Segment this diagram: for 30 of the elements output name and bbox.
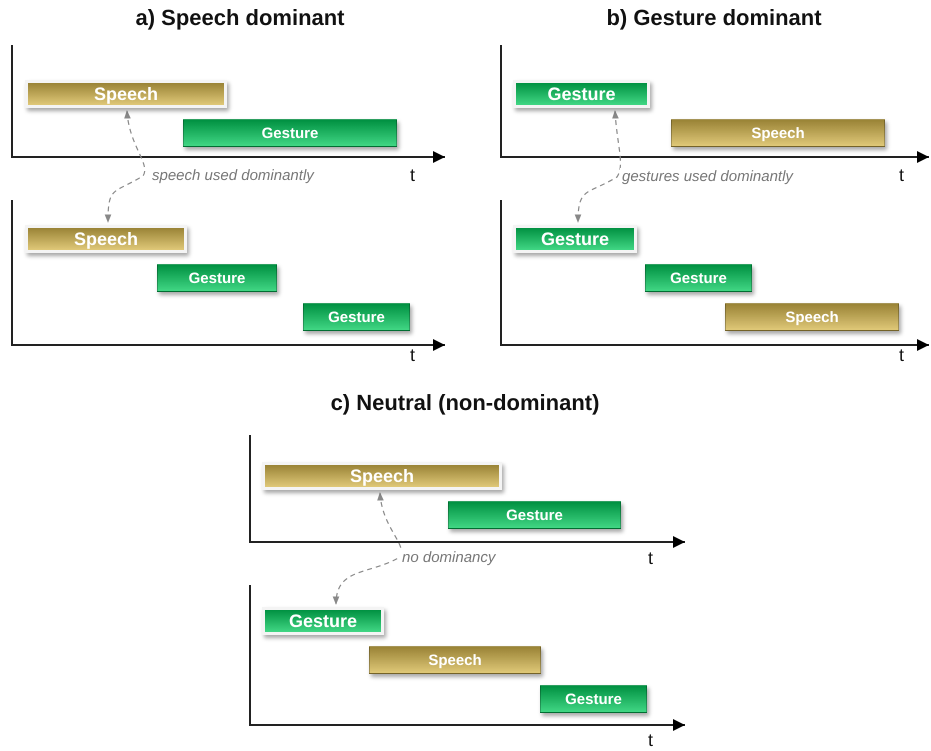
dashed-arrow: [333, 492, 402, 605]
time-bar: Speech: [25, 80, 227, 108]
axis-label: t: [899, 165, 904, 186]
panel-title: b) Gesture dominant: [606, 5, 822, 31]
axis-label: t: [899, 345, 904, 366]
time-bar: Speech: [369, 646, 541, 674]
time-bar: Speech: [671, 119, 885, 147]
axis-label: t: [410, 165, 416, 186]
time-bar: Gesture: [540, 685, 647, 713]
time-bar: Speech: [262, 462, 502, 490]
dashed-arrow: [574, 110, 622, 223]
dashed-arrow: [104, 110, 146, 223]
panel-title: a) Speech dominant: [135, 5, 345, 31]
time-bar: Gesture: [262, 607, 384, 635]
time-bar: Gesture: [645, 264, 752, 292]
time-bar: Gesture: [513, 225, 637, 253]
axis-label: t: [648, 730, 654, 751]
time-bar: Gesture: [303, 303, 410, 331]
axis-label: t: [648, 548, 654, 569]
axis-label: t: [410, 345, 416, 366]
edge-label: no dominancy: [400, 549, 498, 566]
time-bar: Gesture: [448, 501, 621, 529]
edge-label: gestures used dominantly: [620, 168, 795, 185]
time-bar: Gesture: [183, 119, 397, 147]
time-bar: Gesture: [513, 80, 650, 108]
panel-title: c) Neutral (non-dominant): [330, 390, 600, 416]
time-bar: Speech: [25, 225, 187, 253]
time-bar: Gesture: [157, 264, 277, 292]
edge-label: speech used dominantly: [150, 167, 316, 184]
time-bar: Speech: [725, 303, 899, 331]
